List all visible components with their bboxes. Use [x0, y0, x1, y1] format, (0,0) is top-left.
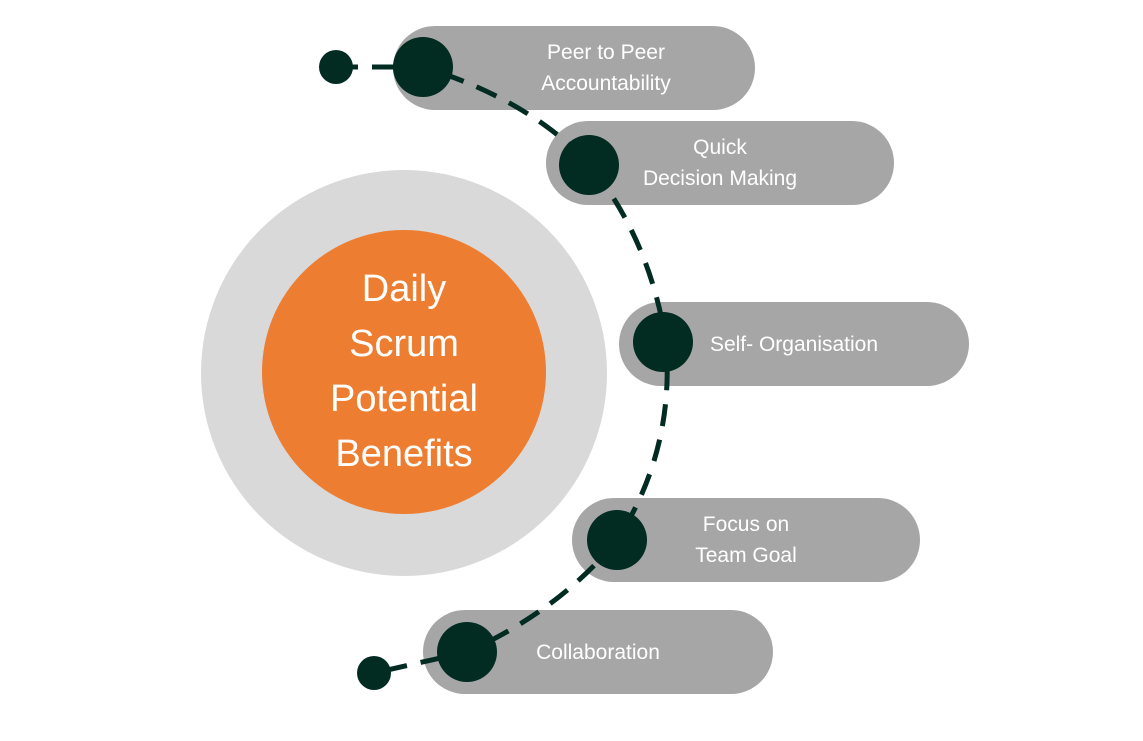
- benefit-pill-focus-team-goal: Focus on Team Goal: [572, 498, 920, 582]
- benefit-label: Accountability: [541, 72, 671, 95]
- benefit-label: Team Goal: [695, 544, 797, 567]
- node-dot-quick-decision: [559, 135, 619, 195]
- node-dot-self-organisation: [633, 312, 693, 372]
- center-title-line: Potential: [330, 378, 478, 420]
- end-dot-bottom: [357, 656, 391, 690]
- benefit-label: Focus on: [702, 513, 790, 536]
- node-dot-collaboration: [437, 622, 497, 682]
- benefit-label: Peer to Peer: [547, 41, 665, 64]
- benefit-pill-peer-accountability: Peer to Peer Accountability: [393, 26, 755, 110]
- center-circle: Daily Scrum Potential Benefits: [262, 230, 546, 514]
- center-title: Daily Scrum Potential Benefits: [304, 262, 504, 482]
- node-dot-peer-accountability: [393, 37, 453, 97]
- center-title-line: Benefits: [335, 433, 473, 475]
- benefit-label: Quick: [693, 136, 747, 159]
- center-title-line: Daily: [361, 268, 447, 310]
- end-dot-top: [319, 50, 353, 84]
- center-title-line: Scrum: [349, 323, 459, 365]
- benefit-label: Decision Making: [642, 167, 798, 190]
- benefit-label: Collaboration: [536, 640, 660, 664]
- node-dot-focus-team-goal: [587, 510, 647, 570]
- benefit-label: Self- Organisation: [709, 332, 879, 356]
